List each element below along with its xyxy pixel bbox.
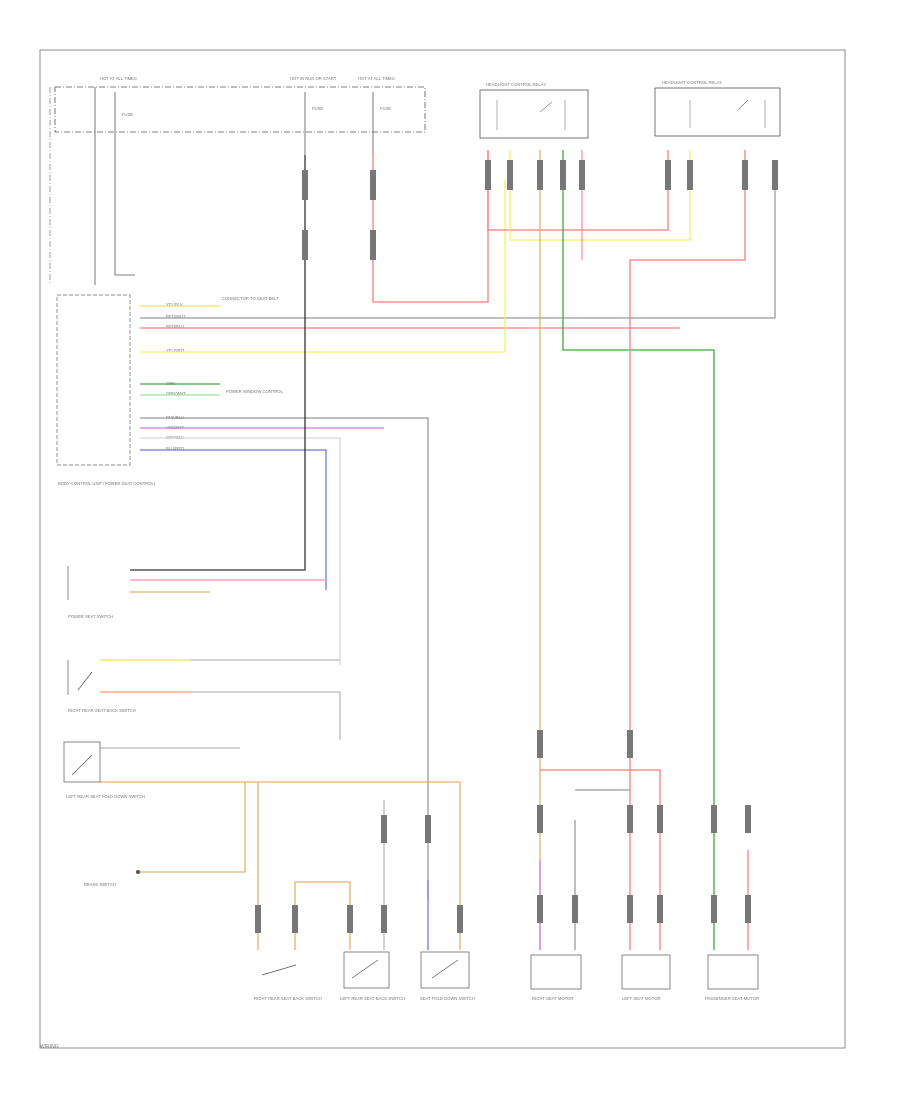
bottom-label-4: RIGHT SEAT MOTOR (532, 996, 573, 1001)
wire-red-relay-left (487, 150, 669, 231)
bottom-components: RIGHT REAR SEAT BACK SWITCH LEFT REAR SE… (254, 951, 759, 1001)
left-rear-switch: LEFT REAR SEAT FOLD DOWN SWITCH (63, 741, 145, 799)
body-control-label: BODY CONTROL UNIT (POWER SEAT CONTROL) (58, 481, 156, 486)
wire-red-relay-right (629, 150, 746, 950)
footer-code: WIRING (40, 1044, 59, 1050)
right-rear-switch: RIGHT REAR SEAT BACK SWITCH (67, 660, 136, 713)
pin-label-6: GRN/WHT (166, 391, 186, 396)
connector-markers (255, 160, 778, 933)
left-rear-label: LEFT REAR SEAT FOLD DOWN SWITCH (66, 794, 145, 799)
wire-yellow-bcu (140, 180, 506, 353)
power-seat-switch-label: POWER SEAT SWITCH (68, 614, 113, 619)
bottom-label-5: LEFT SEAT MOTOR (622, 996, 661, 1001)
pin-label-3: RED/BLU (166, 324, 184, 329)
relay-right-label: HEADLIGHT CONTROL RELAY (662, 80, 722, 85)
pin-label-4: YEL/WHT (166, 348, 185, 353)
bottom-label-1: RIGHT REAR SEAT BACK SWITCH (254, 996, 322, 1001)
power-seat-switch: POWER SEAT SWITCH (67, 566, 113, 619)
power-label-2: HOT IN RUN OR START (290, 76, 337, 81)
wire-red-lower-loop (540, 769, 661, 950)
bottom-motor-1: RIGHT SEAT MOTOR (530, 954, 582, 1001)
fuse-label-2: FUSE (312, 106, 323, 111)
relay-right: HEADLIGHT CONTROL RELAY (654, 80, 781, 137)
power-label-1: HOT AT ALL TIMES (100, 76, 137, 81)
bottom-switch-1: RIGHT REAR SEAT BACK SWITCH (254, 964, 322, 1001)
bottom-switch-2: LEFT REAR SEAT BACK SWITCH (340, 951, 405, 1001)
bcu-note-1: CONNECTOR TO SEAT BELT (222, 296, 279, 301)
bottom-label-2: LEFT REAR SEAT BACK SWITCH (340, 996, 405, 1001)
wire-gray-rr2 (190, 691, 341, 740)
wire-gray-to-lower (140, 417, 429, 900)
wire-red-fuse3 (372, 150, 489, 303)
relay-left: HEADLIGHT CONTROL RELAY (479, 82, 589, 139)
wires (100, 150, 776, 950)
wire-blue (140, 449, 327, 590)
wire-yellow-relay-left (509, 150, 691, 241)
bottom-switch-3: SEAT FOLD DOWN SWITCH (420, 951, 475, 1001)
wire-orange-lr (100, 781, 461, 950)
bcu-note-2: POWER WINDOW CONTROL (226, 389, 284, 394)
brake-switch: BRAKE SWITCH (84, 870, 140, 887)
bottom-label-3: SEAT FOLD DOWN SWITCH (420, 996, 475, 1001)
pin-label-10: BLU/RED (166, 446, 184, 451)
diagram-border (39, 49, 846, 1049)
wire-gray-bcu (140, 180, 776, 319)
pin-label-1: YEL/BLK (166, 302, 183, 307)
pin-label-2: RED/WHT (166, 314, 186, 319)
body-control-unit: BODY CONTROL UNIT (POWER SEAT CONTROL) (56, 294, 156, 486)
bottom-label-6: PASSENGER SEAT MOTOR (705, 996, 759, 1001)
fuse-label-1: FUSE (122, 112, 133, 117)
relay-left-label: HEADLIGHT CONTROL RELAY (486, 82, 546, 87)
bottom-motor-3: PASSENGER SEAT MOTOR (705, 954, 759, 1001)
wire-pink (140, 437, 341, 665)
wire-green-relay (562, 150, 715, 950)
power-label-3: HOT AT ALL TIMES (358, 76, 395, 81)
fuse-label-3: FUSE (380, 106, 391, 111)
wire-orange-brake (140, 782, 246, 873)
right-rear-label: RIGHT REAR SEAT BACK SWITCH (68, 708, 136, 713)
wire-orange-fold (294, 881, 351, 950)
bottom-motor-2: LEFT SEAT MOTOR (621, 954, 671, 1001)
wire-dark-fuse2 (130, 155, 306, 571)
fuse-box: HOT AT ALL TIMES HOT IN RUN OR START HOT… (49, 76, 426, 285)
brake-switch-label: BRAKE SWITCH (84, 882, 116, 887)
